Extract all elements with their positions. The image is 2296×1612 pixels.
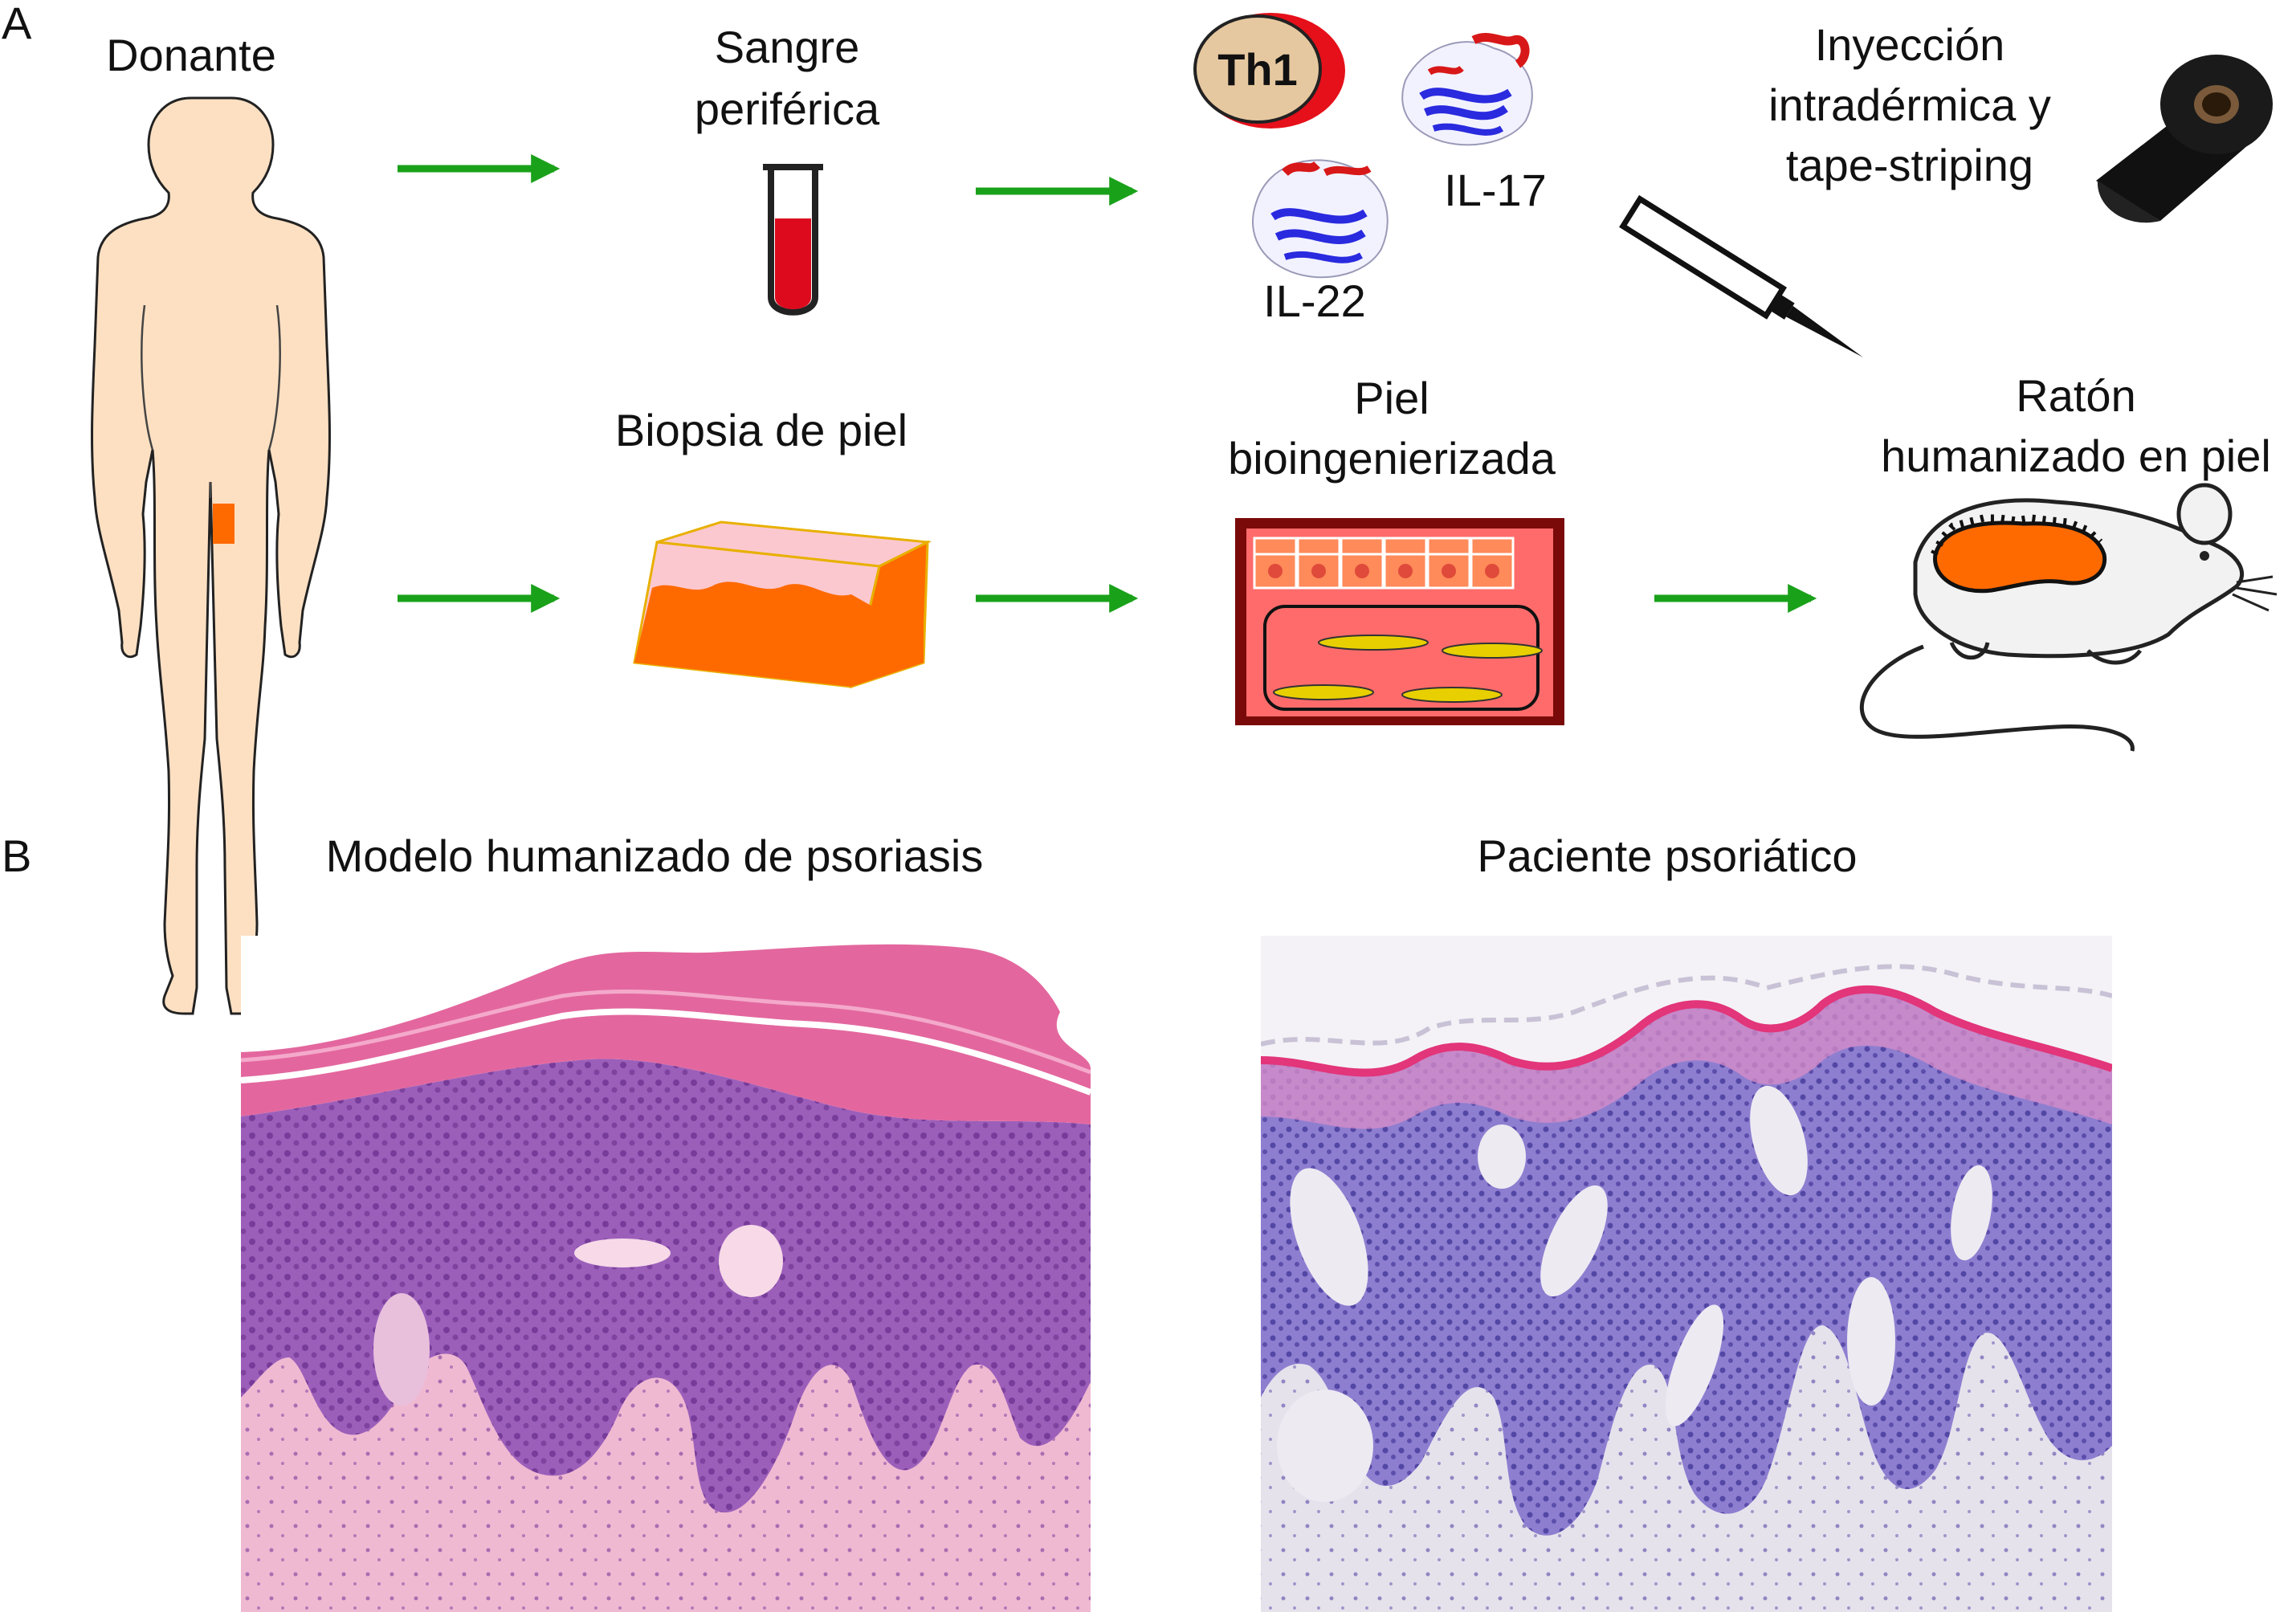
skin-block-icon (633, 520, 932, 689)
mouse-icon (1860, 483, 2278, 752)
bioeng-label-line1: Piel (1354, 373, 1429, 423)
blood-label-line2: periférica (695, 84, 880, 134)
il17-protein-icon (1401, 32, 1533, 146)
il22-label: IL-22 (1263, 275, 1366, 326)
injection-label-line2: intradérmica y (1768, 80, 2051, 130)
left-histology-image (241, 936, 1091, 1612)
mouse-label-line2: humanizado en piel (1881, 431, 2271, 481)
right-histology-title: Paciente psoriático (1477, 830, 1857, 881)
left-histology-title: Modelo humanizado de psoriasis (326, 830, 984, 881)
bioeng-label-line2: bioingenierizada (1228, 433, 1556, 484)
blood-label-line1: Sangre (715, 22, 860, 72)
syringe-icon (1619, 194, 1863, 357)
panel-b-letter: B (2, 830, 31, 881)
test-tube-icon (763, 164, 823, 316)
th1-cell-icon: Th1 (1193, 13, 1345, 129)
right-histology-image (1261, 936, 2112, 1612)
injection-label-line3: tape-striping (1786, 140, 2033, 190)
biopsy-site-marker (213, 504, 234, 544)
il22-protein-icon (1252, 159, 1389, 279)
tape-roll-icon (2096, 55, 2273, 223)
injection-label-line1: Inyección (1815, 19, 2005, 70)
il17-label: IL-17 (1444, 165, 1547, 215)
th1-label: Th1 (1217, 44, 1298, 95)
human-silhouette-icon (91, 96, 331, 1015)
mouse-label-line1: Ratón (2016, 370, 2135, 421)
panel-a-letter: A (2, 0, 32, 48)
bioengineered-skin-icon (1235, 518, 1564, 725)
biopsy-label: Biopsia de piel (615, 405, 907, 455)
donor-label: Donante (106, 30, 276, 80)
